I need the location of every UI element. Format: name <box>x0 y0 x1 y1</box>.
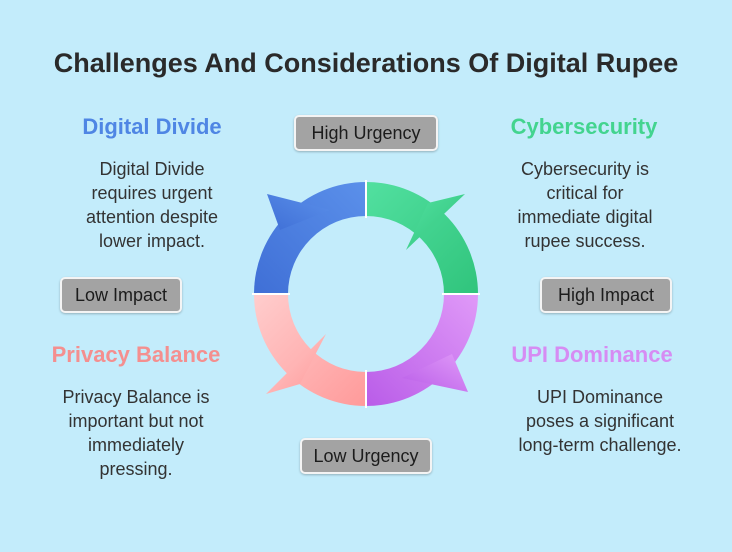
quadrant-title-digital-divide: Digital Divide <box>82 114 222 139</box>
desc-line: long-term challenge. <box>518 435 682 455</box>
desc-line: pressing. <box>99 459 173 479</box>
quadrant-title-upi-dominance: UPI Dominance <box>511 342 673 367</box>
desc-line: important but not <box>68 411 204 431</box>
axis-label-low-impact: Low Impact <box>60 277 182 313</box>
axis-label-high-impact: High Impact <box>540 277 672 313</box>
desc-line: rupee success. <box>524 231 646 251</box>
quadrant-desc-digital-divide: Digital Divide requires urgent attention… <box>42 157 262 253</box>
desc-line: lower impact. <box>98 231 206 251</box>
desc-line: critical for <box>546 183 624 203</box>
quadrant-desc-cybersecurity: Cybersecurity is critical for immediate … <box>475 157 695 253</box>
quadrant-title-privacy-balance: Privacy Balance <box>51 342 221 367</box>
desc-line: requires urgent <box>91 183 213 203</box>
page-title: Challenges And Considerations Of Digital… <box>53 48 679 78</box>
segment-top-left <box>254 182 366 294</box>
desc-line: Privacy Balance is <box>62 387 210 407</box>
segment-top-right <box>366 182 478 294</box>
desc-line: Cybersecurity is <box>520 159 650 179</box>
quadrant-desc-upi-dominance: UPI Dominance poses a significant long-t… <box>490 385 710 457</box>
desc-line: Digital Divide <box>99 159 205 179</box>
segment-dividers <box>252 180 480 408</box>
axis-label-low-urgency: Low Urgency <box>300 438 432 474</box>
axis-label-high-urgency: High Urgency <box>294 115 438 151</box>
desc-line: immediate digital <box>517 207 653 227</box>
desc-line: poses a significant <box>525 411 675 431</box>
desc-line: UPI Dominance <box>536 387 664 407</box>
desc-line: immediately <box>87 435 185 455</box>
quadrant-desc-privacy-balance: Privacy Balance is important but not imm… <box>26 385 246 481</box>
segment-bottom-right <box>366 294 478 406</box>
segment-bottom-left <box>254 294 366 406</box>
desc-line: attention despite <box>85 207 219 227</box>
quadrant-title-cybersecurity: Cybersecurity <box>510 114 658 139</box>
